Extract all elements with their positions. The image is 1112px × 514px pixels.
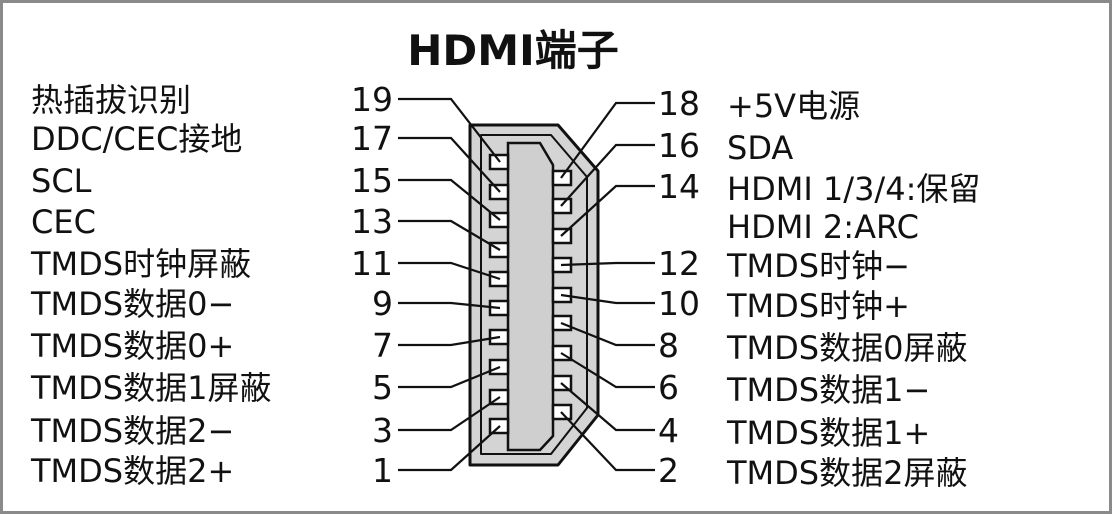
pin-label: SDA [727,129,793,167]
leader-line [398,301,501,310]
pin-number: 6 [658,368,679,407]
pin-number: 11 [351,244,393,283]
pin-label: TMDS数据2− [30,412,234,450]
pin-label: TMDS数据2+ [30,452,234,490]
pin-label: TMDS时钟+ [726,287,910,325]
pin-label: HDMI 1/3/4:保留 [727,170,980,208]
leader-line [398,219,501,251]
pin-number: 4 [658,411,679,450]
pin-label: TMDS数据0+ [30,327,234,365]
pin-label: TMDS数据1+ [726,414,930,452]
pin-label: TMDS数据1− [726,371,930,409]
diagram-title: HDMI端子 [407,26,618,75]
pin-number: 13 [351,202,393,241]
pin-label: TMDS数据2屏蔽 [726,454,967,492]
leader-line [398,425,501,472]
leader-line [398,365,501,389]
pin-number: 1 [372,451,393,490]
pin-number: 12 [658,244,700,283]
pin-label: DDC/CEC接地 [31,120,242,158]
pin-number: 15 [351,161,393,200]
pin-label: TMDS时钟− [726,247,910,285]
pin-number: 17 [351,119,393,158]
leader-line [560,411,655,472]
connector-inner-outline [480,134,588,455]
pin-label: +5V电源 [727,87,860,125]
leader-line [560,143,655,207]
pin-label: TMDS数据0屏蔽 [726,329,967,367]
pin-number: 3 [372,411,393,450]
pin-label: TMDS数据1屏蔽 [30,369,271,407]
leader-line [560,101,655,179]
leader-line [560,293,655,305]
leader-line [398,396,501,432]
pin-number: 10 [658,284,700,323]
pin-number: 5 [372,368,393,407]
leader-line [560,321,655,347]
pin-label: TMDS时钟屏蔽 [30,245,251,283]
pin-label-secondary: HDMI 2:ARC [727,208,919,246]
leader-line [398,136,501,193]
connector-tongue [506,141,555,452]
leader-line [398,178,501,221]
pin-number: 9 [372,284,393,323]
hdmi-connector [468,123,600,467]
pin-number: 16 [658,126,700,165]
pin-label: 热插拔识别 [31,81,191,119]
leader-line [560,382,655,432]
leader-line [560,352,655,389]
pin-number: 19 [351,80,393,119]
leader-line [560,184,655,237]
leader-line [560,261,655,267]
leader-line [398,261,501,281]
pin-number: 7 [372,326,393,365]
pin-label: CEC [31,203,96,241]
pin-label: SCL [31,162,92,200]
leader-line [398,335,501,347]
pin-number: 8 [658,326,679,365]
pin-number: 14 [658,167,700,206]
pin-number: 18 [658,84,700,123]
leader-line [398,97,501,163]
pin-number: 2 [658,451,679,490]
pin-label: TMDS数据0− [30,285,234,323]
